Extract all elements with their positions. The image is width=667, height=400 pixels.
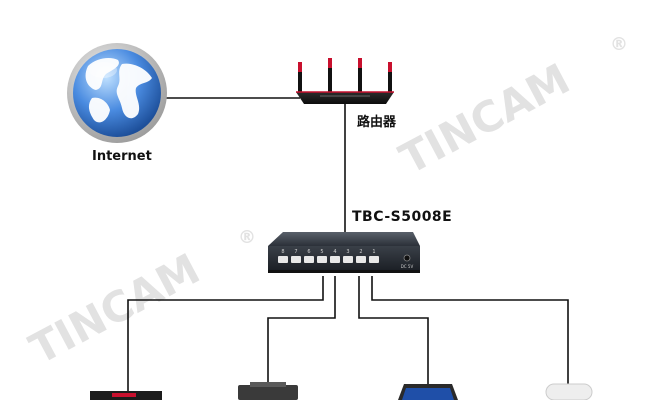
internet-label: Internet [92,149,152,164]
watermark-top: TINCAM [392,54,578,184]
power-jack-icon [403,254,411,262]
watermark-top-mark: ® [610,34,628,55]
port-label-4: 4 [333,249,336,255]
port-label-2: 2 [359,249,362,255]
switch-ports [278,256,379,263]
watermark-bottom-mark: ® [238,227,256,248]
link-switch-device-3 [358,276,429,400]
power-label: DC 5V [401,264,414,269]
link-switch-device-2 [267,276,336,400]
printer-icon [238,382,298,400]
link-switch-device-4 [371,276,569,400]
router-icon [296,58,394,104]
connection-lines [127,97,569,400]
port-label-5: 5 [320,249,323,255]
port-label-6: 6 [307,249,310,255]
laptop-icon [398,384,458,400]
port-label-7: 7 [294,249,297,255]
access-point-icon [545,383,593,400]
switch-model-label: TBC-S5008E [352,209,453,225]
link-switch-device-1 [127,276,324,400]
globe-icon [67,43,167,143]
watermark-bottom: TINCAM [22,244,208,374]
nvr-device-icon [90,391,162,400]
port-label-1: 1 [372,249,375,255]
port-label-8: 8 [281,249,284,255]
switch-icon: 8 7 6 5 4 3 2 1 DC 5V [268,232,420,273]
router-label: 路由器 [357,115,397,130]
port-label-3: 3 [346,249,349,255]
